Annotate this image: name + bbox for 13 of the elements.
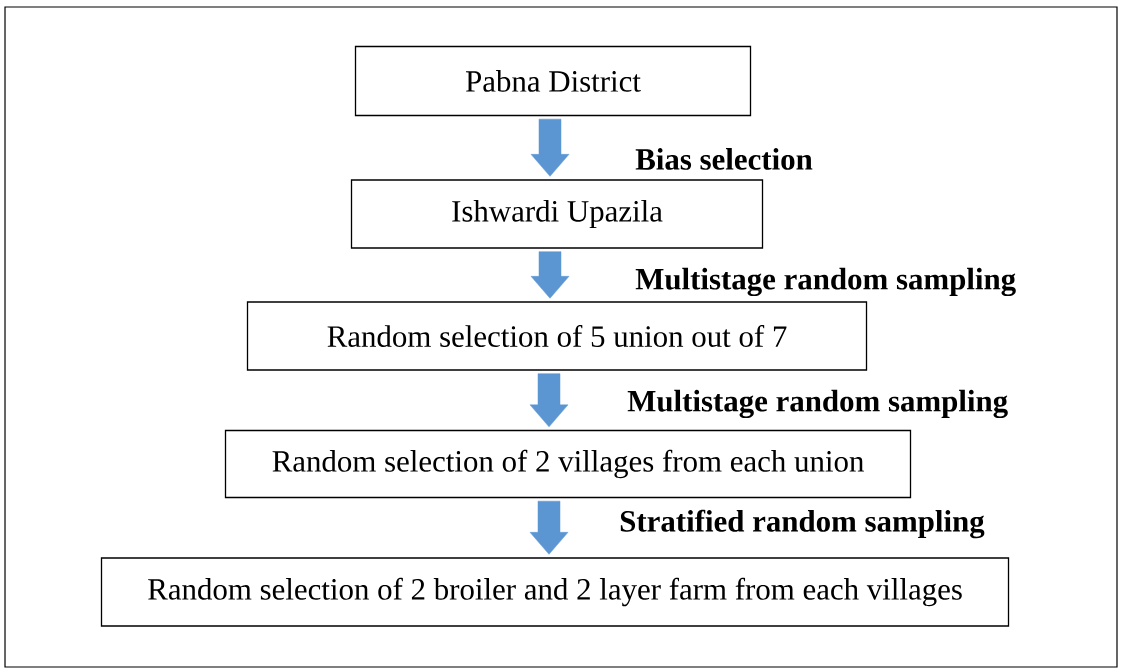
arrow xyxy=(529,500,569,555)
process-box: Random selection of 2 villages from each union xyxy=(224,429,912,499)
process-box: Pabna District xyxy=(354,45,752,117)
arrow xyxy=(530,251,570,299)
arrow xyxy=(529,373,569,428)
process-box: Random selection of 5 union out of 7 xyxy=(246,301,868,371)
edge-label: Multistage random sampling xyxy=(626,388,1010,420)
edge-label: Bias selection xyxy=(634,147,814,171)
process-box: Ishwardi Upazila xyxy=(350,179,764,249)
arrow xyxy=(530,118,570,177)
edge-label: Stratified random sampling xyxy=(618,508,986,540)
edge-label: Multistage random sampling xyxy=(634,266,1018,298)
process-box: Random selection of 2 broiler and 2 layer farm from each villages xyxy=(100,557,1010,627)
